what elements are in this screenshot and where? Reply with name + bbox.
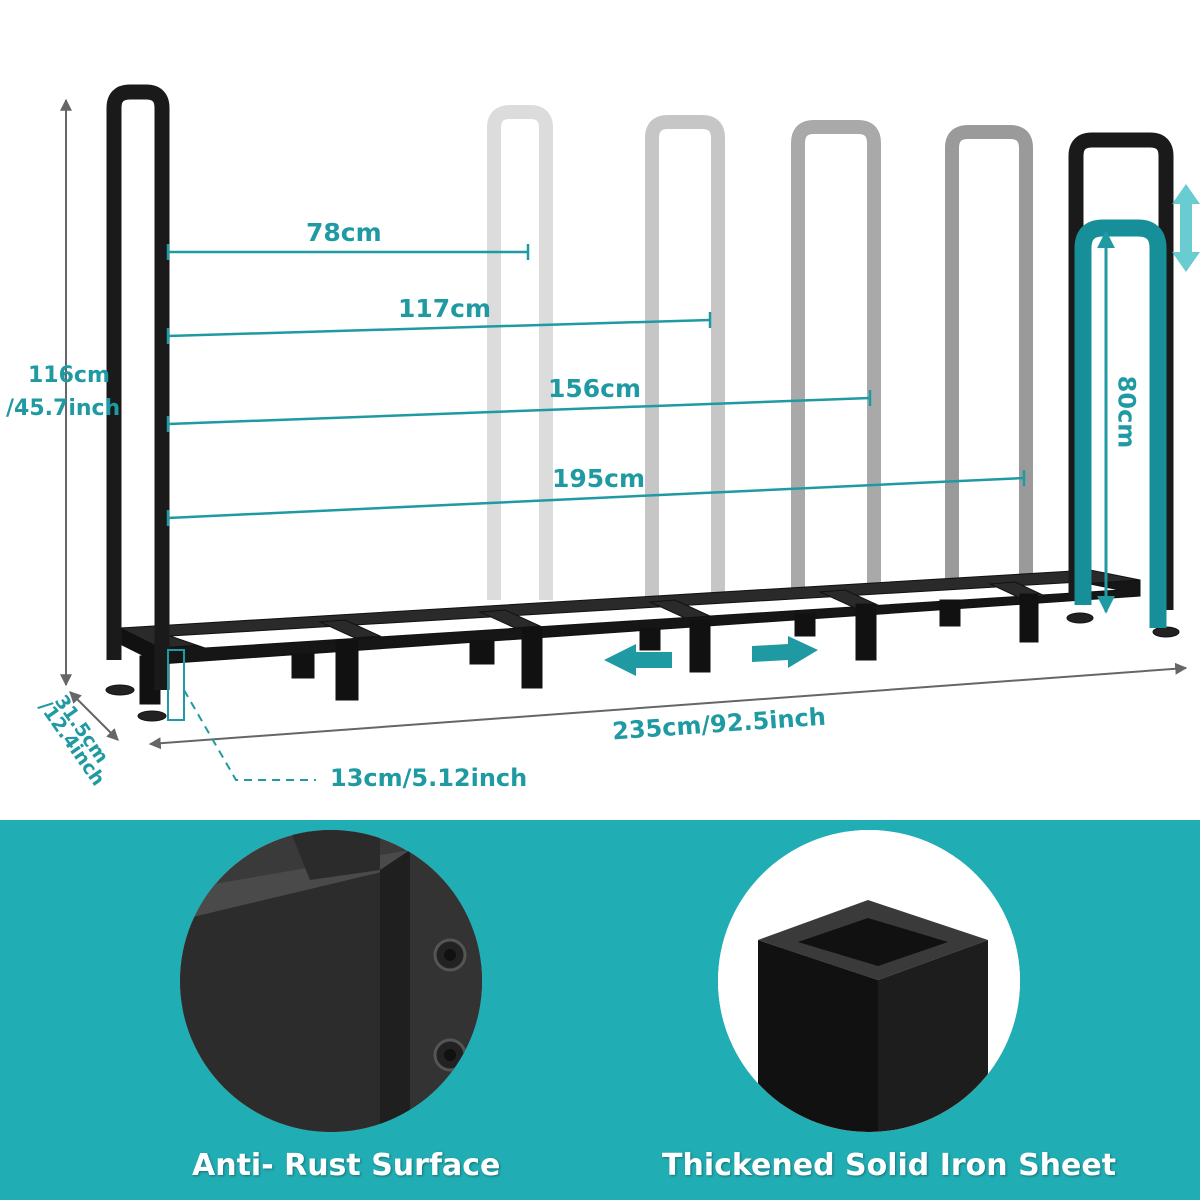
anti-rust-detail-image xyxy=(180,830,482,1132)
width-117-label: 117cm xyxy=(398,294,492,323)
adjust-up-down-icon xyxy=(1172,184,1200,272)
rack-drawing xyxy=(60,84,1200,781)
teal-upright xyxy=(1074,219,1167,628)
iron-sheet-detail-image xyxy=(718,830,1020,1132)
right-upright xyxy=(1068,132,1174,610)
width-78-label: 78cm xyxy=(306,218,382,247)
ghost-upright-3 xyxy=(791,120,881,590)
height-inch-label: /45.7inch xyxy=(6,396,121,421)
feature-banner: Anti- Rust Surface Thickened Solid Iron … xyxy=(0,820,1200,1200)
ghost-upright-1 xyxy=(487,105,553,600)
height-cm-label: 116cm xyxy=(28,363,110,388)
product-diagram: 116cm /45.7inch 78cm 117cm 156cm 195cm 8… xyxy=(6,84,1200,792)
width-156-label: 156cm xyxy=(548,374,642,403)
ghost-upright-2 xyxy=(645,115,725,600)
feature-label-iron-sheet: Thickened Solid Iron Sheet xyxy=(662,1148,1117,1183)
slide-left-right-icon xyxy=(604,636,818,676)
base-frame xyxy=(105,569,1180,722)
ghost-upright-4 xyxy=(945,125,1033,590)
base-height-label: 13cm/5.12inch xyxy=(330,764,528,792)
feature-label-anti-rust: Anti- Rust Surface xyxy=(192,1148,501,1183)
left-upright xyxy=(106,84,170,690)
adjust-height-label: 80cm xyxy=(1112,375,1141,449)
width-195-label: 195cm xyxy=(552,464,646,493)
